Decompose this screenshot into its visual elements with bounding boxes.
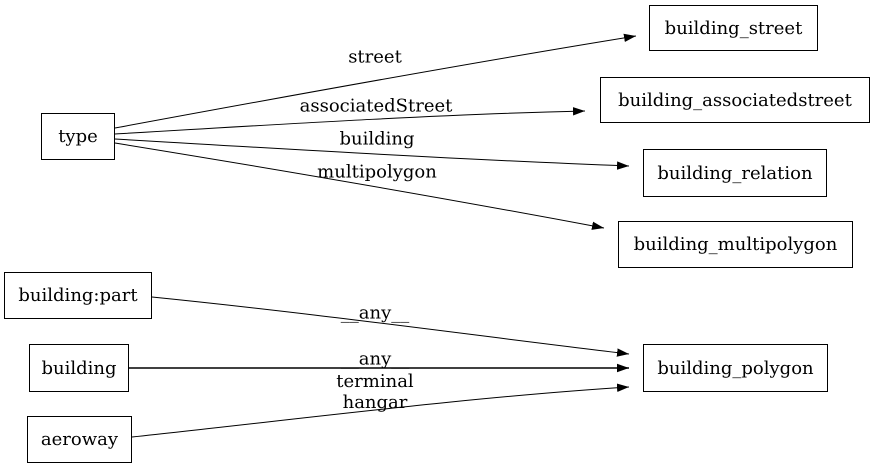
edge-type-building_associatedstreet <box>114 107 586 135</box>
node-aeroway: aeroway <box>27 416 132 463</box>
node-building: building <box>29 344 129 392</box>
node-building-part: building:part <box>4 272 152 319</box>
node-building-street: building_street <box>649 5 818 51</box>
edge-label-street: street <box>348 46 402 68</box>
node-building-polygon-label: building_polygon <box>657 357 814 379</box>
node-building-relation-label: building_relation <box>657 162 813 184</box>
node-building-label: building <box>41 357 117 379</box>
edge-label-any-2: __any__ <box>340 348 410 370</box>
node-type-label: type <box>58 126 98 147</box>
edge-aeroway-building_polygon <box>131 383 630 438</box>
edge-label-associatedstreet: associatedStreet <box>299 95 453 117</box>
edge-type-building_multipolygon <box>114 142 605 230</box>
node-aeroway-label: aeroway <box>40 429 119 450</box>
node-building-multipolygon: building_multipolygon <box>618 221 853 268</box>
node-building-associatedstreet: building_associatedstreet <box>600 77 870 123</box>
edge-type-building_street <box>114 33 637 129</box>
edge-label-building: building <box>339 128 415 150</box>
node-building-street-label: building_street <box>664 17 803 39</box>
edge-type-building_relation <box>114 138 630 170</box>
node-building-multipolygon-label: building_multipolygon <box>633 234 838 255</box>
edge-label-multipolygon: multipolygon <box>317 161 437 183</box>
edge-buildingpart-building_polygon <box>151 296 630 357</box>
node-building-associatedstreet-label: building_associatedstreet <box>618 89 852 111</box>
node-building-part-label: building:part <box>18 285 138 306</box>
node-building-relation: building_relation <box>643 149 827 197</box>
edge-label-any-1: __any__ <box>340 302 410 324</box>
node-type: type <box>41 113 115 160</box>
node-building-polygon: building_polygon <box>643 344 828 392</box>
edge-label-terminal-hangar: terminal hangar <box>336 371 414 413</box>
